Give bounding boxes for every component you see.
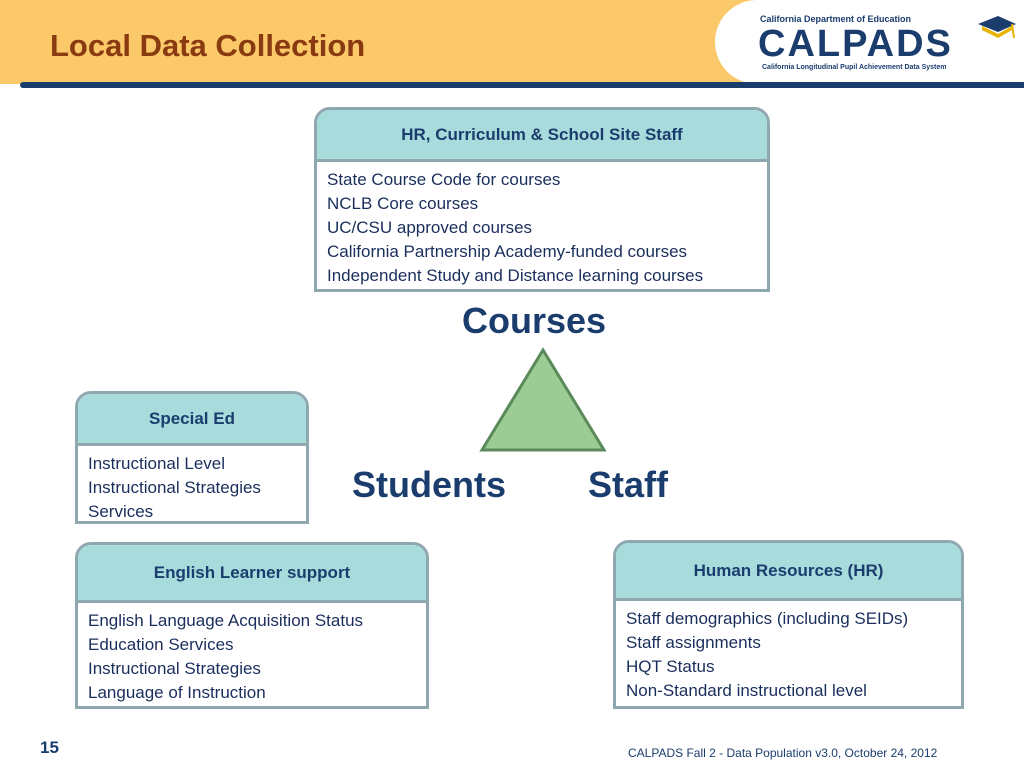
hr-box-title: Human Resources (HR) bbox=[616, 543, 961, 601]
list-item: California Partnership Academy-funded co… bbox=[327, 242, 688, 261]
hr-box-list: Staff demographics (including SEIDs) Sta… bbox=[616, 601, 961, 703]
list-item: Non-Standard instructional level bbox=[626, 681, 867, 700]
special-ed-box-title: Special Ed bbox=[78, 394, 306, 446]
english-learner-box-title: English Learner support bbox=[78, 545, 426, 603]
list-item: HQT Status bbox=[626, 657, 715, 676]
triangle-shape bbox=[479, 347, 607, 452]
logo-background bbox=[715, 0, 1024, 84]
courses-box: HR, Curriculum & School Site Staff State… bbox=[314, 107, 770, 292]
slide-title: Local Data Collection bbox=[50, 28, 366, 63]
list-item: Instructional Level bbox=[88, 454, 226, 473]
english-learner-box-list: English Language Acquisition Status Educ… bbox=[78, 603, 426, 705]
mortarboard-icon bbox=[978, 16, 1016, 39]
list-item: English Language Acquisition Status bbox=[88, 611, 364, 630]
header-divider bbox=[20, 82, 1024, 88]
list-item: Education Services bbox=[88, 635, 234, 654]
list-item: UC/CSU approved courses bbox=[327, 218, 533, 237]
logo-top-text: California Department of Education bbox=[760, 14, 912, 24]
list-item: State Course Code for courses bbox=[327, 170, 561, 189]
english-learner-box: English Learner support English Language… bbox=[75, 542, 429, 709]
list-item: Staff demographics (including SEIDs) bbox=[626, 609, 909, 628]
list-item: Instructional Strategies bbox=[88, 478, 261, 497]
courses-box-list: State Course Code for courses NCLB Core … bbox=[317, 162, 767, 288]
list-item: Instructional Strategies bbox=[88, 659, 261, 678]
special-ed-box-list: Instructional Level Instructional Strate… bbox=[78, 446, 306, 524]
header-band bbox=[0, 0, 760, 84]
calpads-logo: California Department of Education CALPA… bbox=[758, 12, 1016, 72]
special-ed-box: Special Ed Instructional Level Instructi… bbox=[75, 391, 309, 524]
list-item: Services bbox=[88, 502, 154, 521]
hr-box: Human Resources (HR) Staff demographics … bbox=[613, 540, 964, 709]
list-item: NCLB Core courses bbox=[327, 194, 479, 213]
node-courses: Courses bbox=[462, 300, 607, 341]
slide-header: Local Data Collection California Departm… bbox=[0, 0, 1024, 88]
logo-wordmark: CALPADS bbox=[758, 23, 953, 65]
list-item: Independent Study and Distance learning … bbox=[327, 266, 704, 285]
list-item: Staff assignments bbox=[626, 633, 761, 652]
node-staff: Staff bbox=[588, 464, 668, 505]
relationship-triangle bbox=[479, 347, 607, 452]
logo-subtitle: California Longitudinal Pupil Achievemen… bbox=[762, 64, 947, 71]
node-students: Students bbox=[352, 464, 507, 505]
list-item: Language of Instruction bbox=[88, 683, 266, 702]
footer-text: CALPADS Fall 2 - Data Population v3.0, O… bbox=[628, 746, 938, 760]
slide-number: 15 bbox=[40, 738, 59, 757]
courses-box-title: HR, Curriculum & School Site Staff bbox=[317, 110, 767, 162]
